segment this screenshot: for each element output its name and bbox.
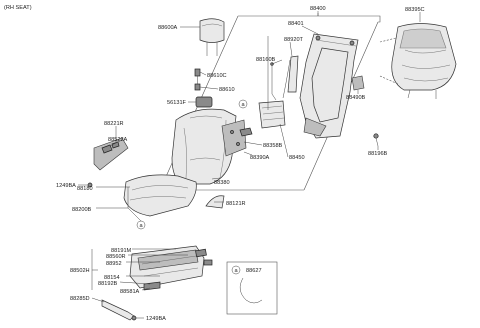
bolt-1249ba-bottom — [131, 315, 137, 321]
label-88192b: 88192B — [98, 281, 118, 287]
label-88154: 88154 — [104, 275, 120, 281]
diagram-title: (RH SEAT) — [4, 5, 32, 11]
label-1249ba-bottom: 1249BA — [146, 316, 166, 322]
label-88390a: 88390A — [250, 155, 270, 161]
seat-back-cushion — [171, 108, 237, 185]
label-88920t: 88920T — [284, 37, 304, 43]
back-pad-panel — [221, 119, 253, 157]
label-88450: 88450 — [289, 155, 305, 161]
callout-a-box-letter: a — [235, 268, 239, 274]
label-88400: 88400 — [310, 6, 326, 12]
label-88180: 88180 — [77, 186, 93, 192]
label-56131f: 56131F — [167, 100, 187, 106]
label-88600a: 88600A — [158, 25, 178, 31]
callout-a-back — [238, 99, 248, 109]
bolt-88196b — [373, 133, 379, 147]
seat-back-frame — [299, 33, 359, 139]
label-88581a: 88581A — [120, 289, 140, 295]
label-88196b: 88196B — [368, 151, 388, 157]
headrest — [199, 18, 225, 56]
label-88401: 88401 — [288, 21, 304, 27]
switch-56131f — [195, 96, 213, 108]
label-88627: 88627 — [246, 268, 262, 274]
label-88502h: 88502H — [70, 268, 90, 274]
label-88191m: 88191M — [111, 248, 132, 254]
label-88395c: 88395C — [405, 7, 425, 13]
bottom-trim-88285d — [101, 299, 135, 321]
label-88380: 88380 — [214, 180, 230, 186]
label-1249ba-top: 1249BA — [56, 183, 76, 189]
label-88610c: 88610C — [207, 73, 227, 79]
lumbar-support — [258, 100, 286, 129]
label-88160b: 88160B — [256, 57, 276, 63]
label-88358b: 88358B — [263, 143, 283, 149]
bracket-88490b — [351, 75, 365, 91]
part-labels: 88400 88395C 88600A 88401 88920T 88160B … — [56, 6, 425, 322]
label-88952: 88952 — [106, 261, 122, 267]
label-88285d: 88285D — [70, 296, 90, 302]
label-88490b: 88490B — [346, 95, 366, 101]
harness-box-88627 — [226, 261, 278, 315]
label-88121r: 88121R — [226, 201, 246, 207]
label-88610: 88610 — [219, 87, 235, 93]
headrest-guide — [194, 68, 201, 91]
side-shield — [93, 137, 129, 171]
side-airbag-module — [282, 55, 299, 99]
seat-back-cover — [379, 23, 457, 99]
label-88221r: 88221R — [104, 121, 124, 127]
label-88560r: 88560R — [106, 254, 126, 260]
leader-lines — [78, 11, 421, 319]
seat-cushion — [123, 174, 197, 217]
wire-harness — [270, 62, 277, 101]
callout-a-cushion-letter: a — [140, 223, 144, 229]
label-88522a: 88522A — [108, 137, 128, 143]
label-88200b: 88200B — [72, 207, 92, 213]
callout-a-back-letter: a — [242, 102, 246, 108]
